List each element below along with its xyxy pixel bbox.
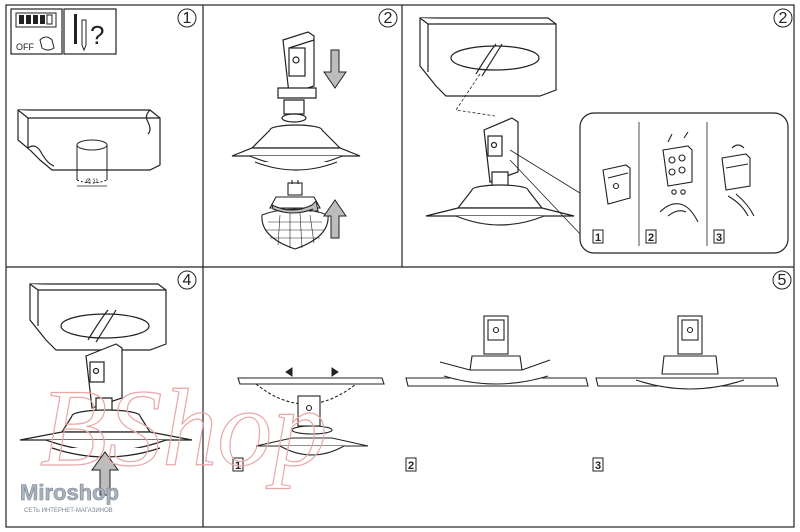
power-off-warning-icon: OFF bbox=[11, 9, 62, 54]
step-number-5: 5 bbox=[773, 271, 791, 289]
fixture-with-clip bbox=[426, 118, 574, 225]
svg-text:?: ? bbox=[90, 20, 104, 50]
step-number-1: 1 bbox=[178, 9, 196, 27]
hole-diameter-label: Ø 11 bbox=[86, 179, 99, 185]
svg-text:OFF: OFF bbox=[16, 42, 34, 52]
miroshop-logo: Miroshop СЕТЬ ИНТЕРНЕТ-МАГАЗИНОВ bbox=[20, 480, 119, 514]
svg-text:1: 1 bbox=[183, 10, 192, 27]
fixture-step-2 bbox=[440, 316, 550, 384]
svg-text:3: 3 bbox=[595, 460, 601, 472]
brand-watermark: BShop bbox=[40, 367, 327, 489]
socket-connector bbox=[282, 100, 306, 122]
svg-text:Miroshop: Miroshop bbox=[20, 480, 119, 505]
svg-text:2: 2 bbox=[648, 232, 654, 244]
svg-text:1: 1 bbox=[595, 232, 601, 244]
ceiling-slab-insert bbox=[30, 284, 166, 350]
svg-text:5: 5 bbox=[778, 272, 787, 289]
svg-text:2: 2 bbox=[779, 10, 788, 27]
lamp-bulb bbox=[262, 180, 328, 249]
svg-text:3: 3 bbox=[716, 232, 722, 244]
step-number-2b: 2 bbox=[774, 9, 792, 27]
screwdriver-question-icon: ? bbox=[64, 9, 116, 54]
step-number-4: 4 bbox=[178, 271, 196, 289]
svg-text:2: 2 bbox=[408, 460, 414, 472]
svg-text:СЕТЬ ИНТЕРНЕТ-МАГАЗИНОВ: СЕТЬ ИНТЕРНЕТ-МАГАЗИНОВ bbox=[24, 508, 113, 514]
svg-text:4: 4 bbox=[183, 272, 192, 289]
step-number-2: 2 bbox=[379, 9, 397, 27]
fixture-ring bbox=[232, 125, 360, 170]
svg-text:2: 2 bbox=[384, 10, 393, 27]
down-arrow-icon bbox=[324, 50, 346, 88]
terminal-block-closed bbox=[603, 165, 630, 204]
ceiling-slab-wiring bbox=[420, 18, 556, 96]
clip-holder bbox=[278, 32, 316, 98]
